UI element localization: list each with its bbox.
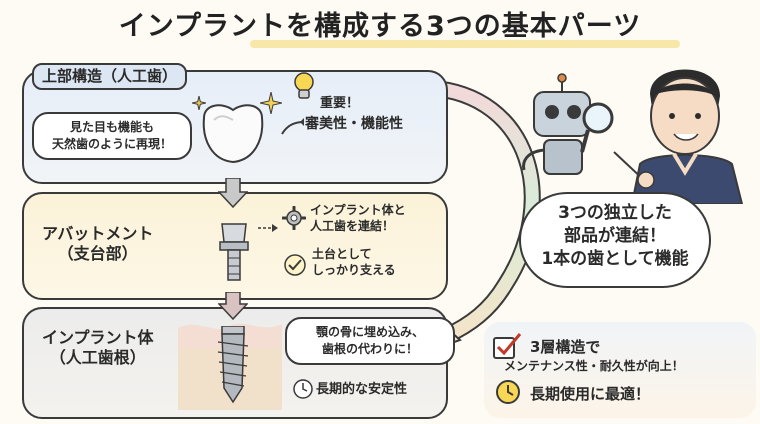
abutment-icon [219,223,249,281]
tooth-crown-icon [202,104,264,164]
implant-body-bubble: 顎の骨に埋め込み、 歯根の代わりに！ [285,317,455,365]
bubble-line: 天然歯のように再現！ [51,136,172,151]
connect-note-line2: 人工歯を連結！ [310,219,395,234]
connect-note-line1: インプラント体と [310,203,406,217]
connector-arrow-icon [258,224,278,232]
clock-icon [293,379,313,399]
summary-bubble: 3つの独立した 部品が連結！ 1本の歯として機能 [519,192,711,288]
page-title: インプラントを構成する3つの基本パーツ [118,11,642,42]
implant-body-label-line1: インプラント体 [42,328,154,347]
benefits-box [484,322,756,418]
sparkle-icon [260,92,282,114]
checkbox-check-icon [493,333,522,359]
implant-screw-icon [217,326,249,404]
support-note-line1: 土台として [312,247,372,261]
superstructure-bubble: 見た目も機能も 天然歯のように再現！ [32,112,192,160]
summary-line: 1本の歯として機能 [541,248,689,269]
implant-body-label-line2: （人工歯根） [49,348,146,367]
abutment-label-line2: （支台部） [57,244,138,263]
bubble-line: 見た目も機能も [69,120,154,134]
check-icon [284,254,306,276]
clock-icon [496,380,520,404]
robot-icon [522,73,614,175]
sparkle-icon [192,96,206,110]
bubble-line: 顎の骨に埋め込み、 [315,325,424,339]
gear-icon [282,206,306,230]
connect-note: インプラント体と 人工歯を連結！ [310,202,406,234]
support-note: 土台として しっかり支える [312,246,396,278]
abutment-label: アバットメント （支台部） [34,222,161,266]
stability-note: 長期的な安定性 [316,382,408,397]
curved-arrow-icon [281,118,305,135]
lightbulb-icon [294,72,314,99]
summary-line: 3つの独立した [558,203,672,223]
three-layer-text: 3層構造で [530,338,601,356]
bubble-line: 歯根の代わりに！ [321,341,418,356]
dentist-character-icon [613,69,744,204]
down-arrow-2 [218,292,248,320]
superstructure-label: 上部構造（人工歯） [32,63,188,90]
abutment-label-line1: アバットメント [42,224,154,243]
support-note-line2: しっかり支える [312,263,396,278]
down-arrow-1 [218,178,248,208]
aesthetic-function-note: 審美性・機能性 [305,116,403,132]
title-underline [250,40,680,48]
important-note: 重要！ [320,96,360,111]
long-term-use-text: 長期使用に最適！ [530,385,651,403]
maintenance-durability-text: メンテナンス性・耐久性が向上！ [504,359,684,373]
implant-body-label: インプラント体 （人工歯根） [34,326,162,370]
summary-line: 部品が連結！ [564,225,666,246]
